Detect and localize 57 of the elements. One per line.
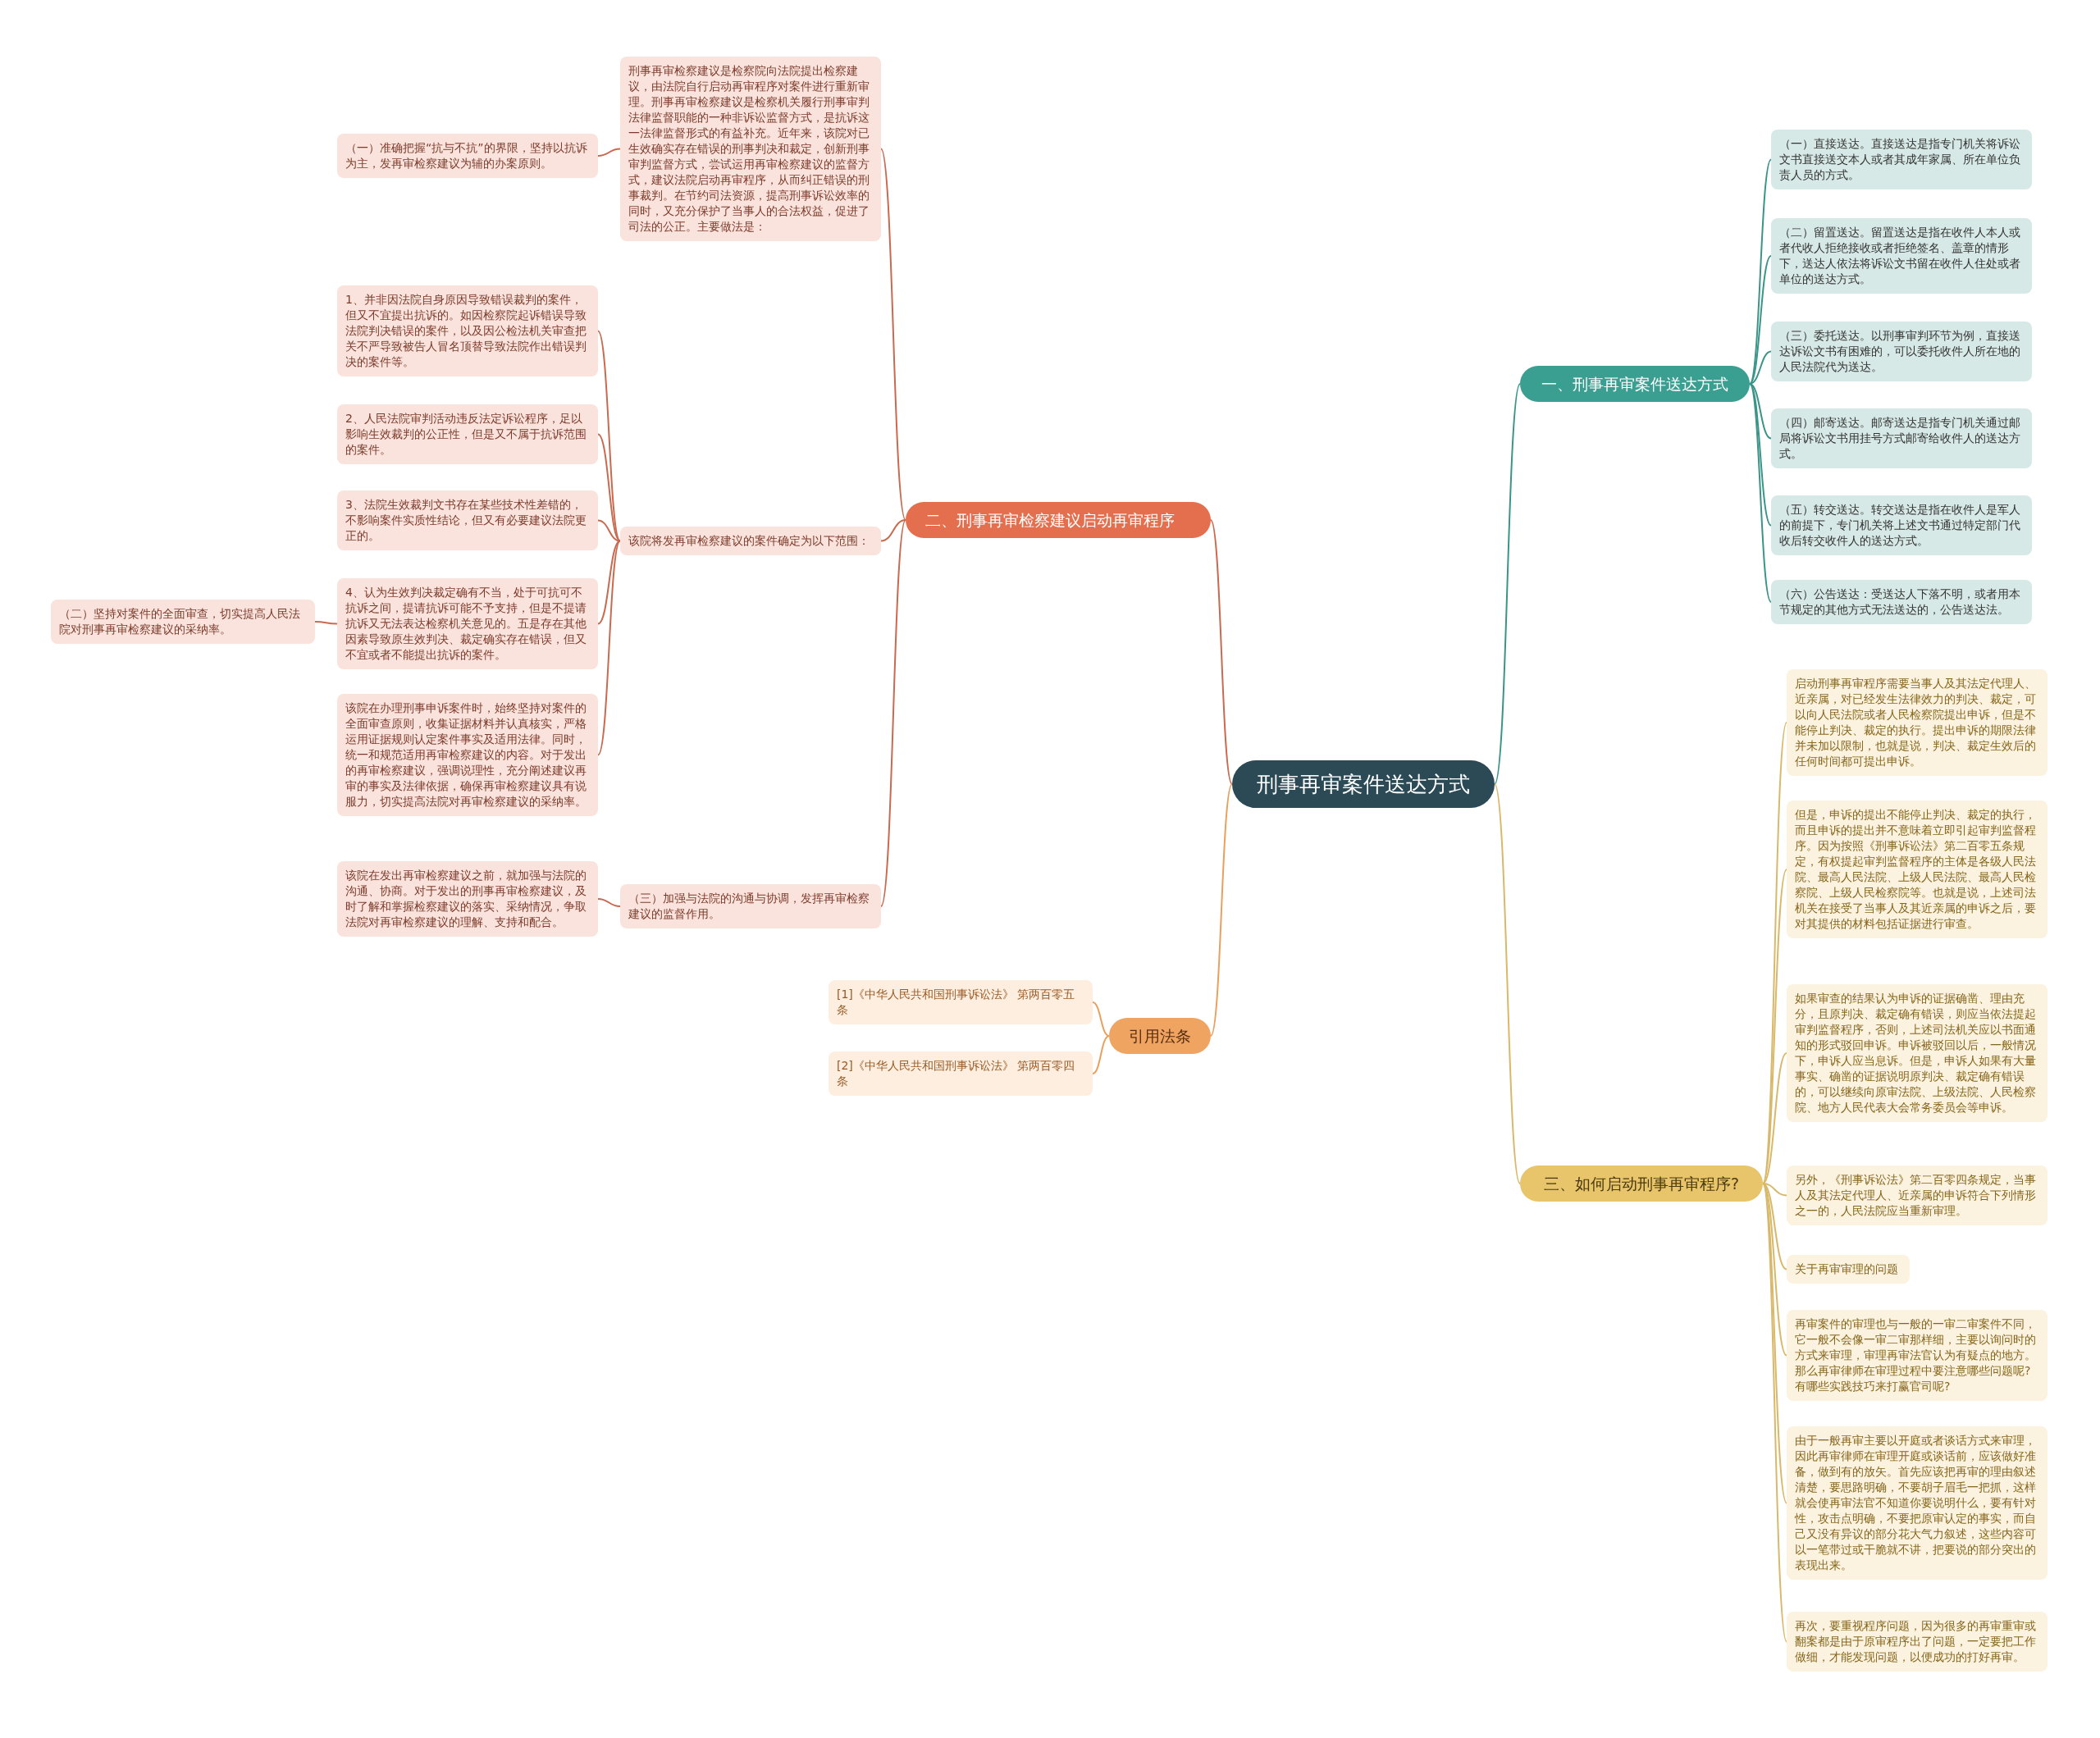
topic-card: 刑事再审检察建议是检察院向法院提出检察建议，由法院自行启动再审程序对案件进行重新审理。刑事再审检察建议是检察机关履行刑事审判法律监督职能的一种非诉讼监督方式，是抗诉这一法律监督形式的有益补充。近年来，该院对已生效确实存在错误的刑事判决和裁定，创新刑事审判监督方式，尝试运用再审检察建议的监督方式，建议法院启动再审程序，从而纠正错误的刑事裁判。在节约司法资源，提高刑事诉讼效率的同时，又充分保护了当事人的合法权益，促进了司法的公正。主要做法是： — [620, 57, 881, 241]
branch-topic: 二、刑事再审检察建议启动再审程序 — [906, 502, 1211, 538]
connector-line — [880, 148, 906, 521]
topic-card: （四）邮寄送达。邮寄送达是指专门机关通过邮局将诉讼文书用挂号方式邮寄给收件人的送达方式。 — [1771, 408, 2032, 468]
topic-card: （二）留置送达。留置送达是指在收件人本人或者代收人拒绝接收或者拒绝签名、盖章的情形下，送达人依法将诉讼文书留在收件人住处或者单位的送达方式。 — [1771, 218, 2032, 294]
connector-line — [1210, 783, 1233, 1037]
topic-card: 该院在发出再审检察建议之前，就加强与法院的沟通、协商。对于发出的刑事再审检察建议，及时了解和掌握检察建议的落实、采纳情况，争取法院对再审检察建议的理解、支持和配合。 — [337, 861, 598, 937]
connector-line — [1762, 1183, 1787, 1270]
connector-line — [1762, 1183, 1787, 1197]
branch-topic: 一、刑事再审案件送达方式 — [1520, 366, 1750, 402]
topic-card: 但是，申诉的提出不能停止判决、裁定的执行，而且申诉的提出并不意味着立即引起审判监督程序。因为按照《刑事诉讼法》第二百零五条规定，有权提起审判监督程序的主体是各级人民法院、最高人民法院、上级人民法院、最高人民检察院、上级人民检察院等。也就是说，上述司法机关在接受了当事人及其近亲属的申诉之后，要对其提供的材料包括证据进行审查。 — [1787, 801, 2048, 938]
topic-card: 再审案件的审理也与一般的一审二审案件不同，它一般不会像一审二审那样细，主要以询问时的方式来审理，审理再审法官认为有疑点的地方。那么再审律师在审理过程中要注意哪些问题呢?有哪些实践技巧来打赢官司呢? — [1787, 1310, 2048, 1401]
topic-card: 由于一般再审主要以开庭或者谈话方式来审理，因此再审律师在审理开庭或谈话前，应该做好准备，做到有的放矢。首先应该把再审的理由叙述清楚，要思路明确，不要胡子眉毛一把抓，这样就会使再审法官不知道你要说明什么，要有针对性，攻击点明确，不要把原审认定的事实，而自己又没有异议的部分花大气力叙述，这些内容可以一笔带过或干脆就不讲，把要说的部分突出的表现出来。 — [1787, 1426, 2048, 1580]
connector-line — [1762, 1052, 1787, 1184]
branch-topic: 三、如何启动刑事再审程序? — [1520, 1166, 1763, 1202]
connector-line — [597, 330, 621, 542]
connector-line — [1749, 383, 1772, 527]
connector-line — [1092, 1035, 1110, 1074]
topic-card: （六）公告送达：受送达人下落不明，或者用本节规定的其他方式无法送达的，公告送达法。 — [1771, 580, 2032, 624]
connector-line — [1494, 783, 1521, 1184]
connector-line — [314, 621, 338, 625]
topic-card: （三）委托送达。以刑事审判环节为例，直接送达诉讼文书有困难的，可以委托收件人所在地的人民法院代为送达。 — [1771, 322, 2032, 381]
connector-line — [1494, 383, 1521, 785]
topic-card: 启动刑事再审程序需要当事人及其法定代理人、近亲属，对已经发生法律效力的判决、裁定，可以向人民法院或者人民检察院提出申诉，但是不能停止判决、裁定的执行。提出申诉的期限法律并未加以限制，也就是说，判决、裁定生效后的任何时间都可提出申诉。 — [1787, 669, 2048, 776]
topic-card: 如果审查的结果认为申诉的证据确凿、理由充分，且原判决、裁定确有错误，则应当依法提起审判监督程序，否则，上述司法机关应以书面通知的形式驳回申诉。申诉被驳回以后，一般情况下，申诉人应当息诉。但是，申诉人如果有大量事实、确凿的证据说明原判决、裁定确有错误的，可以继续向原审法院、上级法院、人民检察院、地方人民代表大会常务委员会等申诉。 — [1787, 984, 2048, 1122]
topic-card: 该院将发再审检察建议的案件确定为以下范围： — [620, 527, 881, 555]
connector-line — [597, 540, 621, 625]
topic-card: 再次，要重视程序问题，因为很多的再审重审或翻案都是由于原审程序出了问题，一定要把工作做细，才能发现问题，以便成功的打好再审。 — [1787, 1612, 2048, 1672]
connector-line — [597, 148, 621, 157]
connector-line — [880, 519, 906, 542]
topic-card: 另外，《刑事诉讼法》第二百零四条规定，当事人及其法定代理人、近亲属的申诉符合下列情形之一的，人民法院应当重新审理。 — [1787, 1166, 2048, 1225]
connector-line — [1749, 350, 1772, 385]
connector-line — [597, 898, 621, 907]
topic-card: 2、人民法院审判活动违反法定诉讼程序，足以影响生效裁判的公正性，但是又不属于抗诉范围的案件。 — [337, 404, 598, 464]
citation-card: [1]《中华人民共和国刑事诉讼法》 第两百零五条 — [829, 980, 1093, 1024]
topic-card: 3、法院生效裁判文书存在某些技术性差错的，不影响案件实质性结论，但又有必要建议法院更正的。 — [337, 490, 598, 550]
topic-card: （三）加强与法院的沟通与协调，发挥再审检察建议的监督作用。 — [620, 884, 881, 928]
branch-topic: 引用法条 — [1109, 1018, 1211, 1054]
connector-line — [1210, 519, 1233, 785]
connector-line — [1749, 255, 1772, 385]
central-topic: 刑事再审案件送达方式 — [1232, 760, 1495, 808]
topic-card: （一）准确把握“抗与不抗”的界限，坚持以抗诉为主，发再审检察建议为辅的办案原则。 — [337, 134, 598, 178]
connector-line — [1092, 1001, 1110, 1037]
topic-card: （一）直接送达。直接送达是指专门机关将诉讼文书直接送交本人或者其成年家属、所在单位负责人员的方式。 — [1771, 130, 2032, 189]
topic-card: （二）坚持对案件的全面审查，切实提高人民法院对刑事再审检察建议的采纳率。 — [51, 600, 315, 644]
topic-card: 1、并非因法院自身原因导致错误裁判的案件，但又不宜提出抗诉的。如因检察院起诉错误导致法院判决错误的案件，以及因公检法机关审查把关不严导致被告人冒名顶替导致法院作出错误判决的案件等。 — [337, 285, 598, 376]
connector-line — [1762, 1183, 1787, 1357]
topic-card: 关于再审审理的问题 — [1787, 1255, 1910, 1284]
topic-card: 4、认为生效判决裁定确有不当，处于可抗可不抗诉之间，提请抗诉可能不予支持，但是不提请抗诉又无法表达检察机关意见的。五是存在其他因素导致原生效判决、裁定确实存在错误，但又不宜或者不能提出抗诉的案件。 — [337, 578, 598, 669]
connector-line — [1749, 383, 1772, 440]
topic-card: 该院在办理刑事申诉案件时，始终坚持对案件的全面审查原则，收集证据材料并认真核实，严格运用证据规则认定案件事实及适用法律。同时，统一和规范适用再审检察建议的内容。对于发出的再审检察建议，强调说理性，充分阐述建议再审的事实及法律依据，确保再审检察建议具有说服力，切实提高法院对再审检察建议的采纳率。 — [337, 694, 598, 816]
citation-card: [2]《中华人民共和国刑事诉讼法》 第两百零四条 — [829, 1051, 1093, 1096]
connector-line — [597, 433, 621, 542]
connector-line — [597, 519, 621, 542]
topic-card: （五）转交送达。转交送达是指在收件人是军人的前提下，专门机关将上述文书通过特定部门代收后转交收件人的送达方式。 — [1771, 495, 2032, 555]
connector-line — [597, 540, 621, 756]
connector-line — [880, 519, 906, 907]
